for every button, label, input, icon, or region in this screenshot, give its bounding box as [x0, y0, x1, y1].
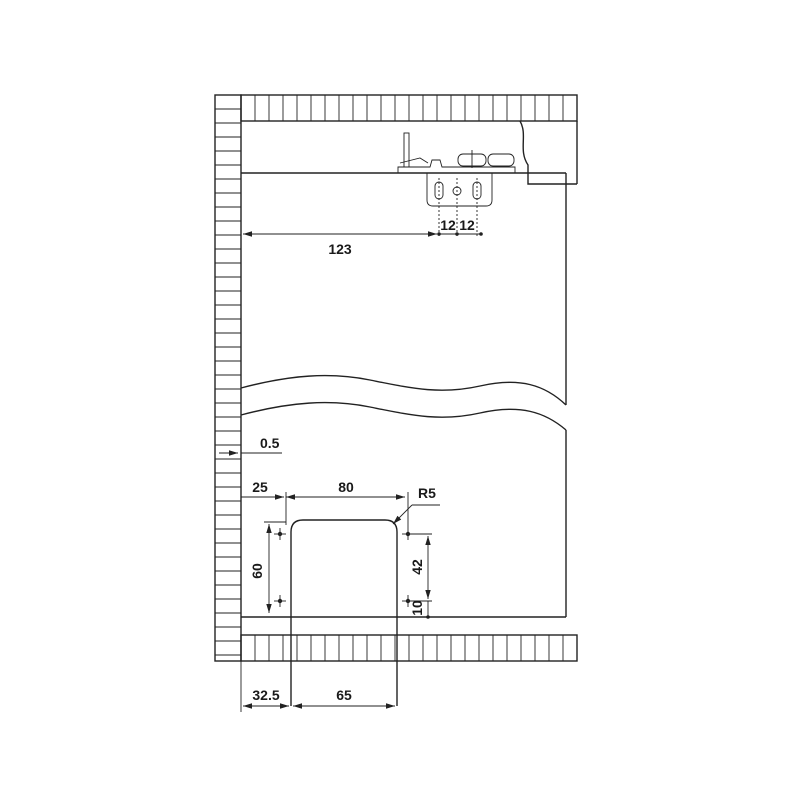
- top-panel-hatch: [254, 95, 564, 121]
- bottom-panel: [240, 634, 578, 662]
- wavy-break-top: [240, 374, 567, 406]
- wavy-break-bottom: [240, 401, 567, 431]
- dimension-65: 65: [293, 687, 395, 709]
- handle-cutout: [274, 519, 414, 706]
- dimension-label-123: 123: [328, 241, 352, 257]
- dimension-label-65: 65: [336, 687, 352, 703]
- dimension-label-12b: 12: [459, 217, 475, 233]
- dimension-label-12a: 12: [440, 217, 456, 233]
- screw-hole: [274, 528, 286, 540]
- bottom-panel-hatch: [254, 635, 564, 661]
- dimension-60: 60: [249, 521, 286, 613]
- top-panel-break: [519, 120, 577, 185]
- dimension-42: 42: [408, 533, 432, 602]
- dimension-label-0-5: 0.5: [260, 435, 280, 451]
- dimension-label-r5: R5: [418, 485, 436, 501]
- door-panel: [240, 172, 567, 618]
- dimension-12-12: 12 12: [437, 217, 483, 236]
- dimension-32-5: 32.5: [243, 687, 289, 709]
- dimension-label-60: 60: [249, 563, 265, 579]
- left-wall: [214, 94, 242, 662]
- dimension-label-80: 80: [338, 479, 354, 495]
- top-panel: [240, 94, 578, 185]
- dimension-0-5: 0.5: [219, 435, 282, 456]
- mounting-plate: [426, 173, 493, 207]
- dimension-label-42: 42: [409, 559, 425, 575]
- screw-hole: [274, 595, 286, 607]
- dimension-25: 25: [241, 479, 284, 500]
- dimension-label-10: 10: [409, 600, 425, 616]
- dimension-80: 80: [285, 479, 409, 528]
- dimension-r5: R5: [392, 485, 440, 525]
- dimension-123: 123: [243, 231, 437, 257]
- dimension-label-32-5: 32.5: [252, 687, 279, 703]
- dimension-10: 10: [409, 600, 430, 619]
- hinge-assembly: [397, 132, 516, 236]
- cutout-outline: [290, 519, 398, 706]
- left-wall-hatch: [215, 108, 241, 656]
- dimension-label-25: 25: [252, 479, 268, 495]
